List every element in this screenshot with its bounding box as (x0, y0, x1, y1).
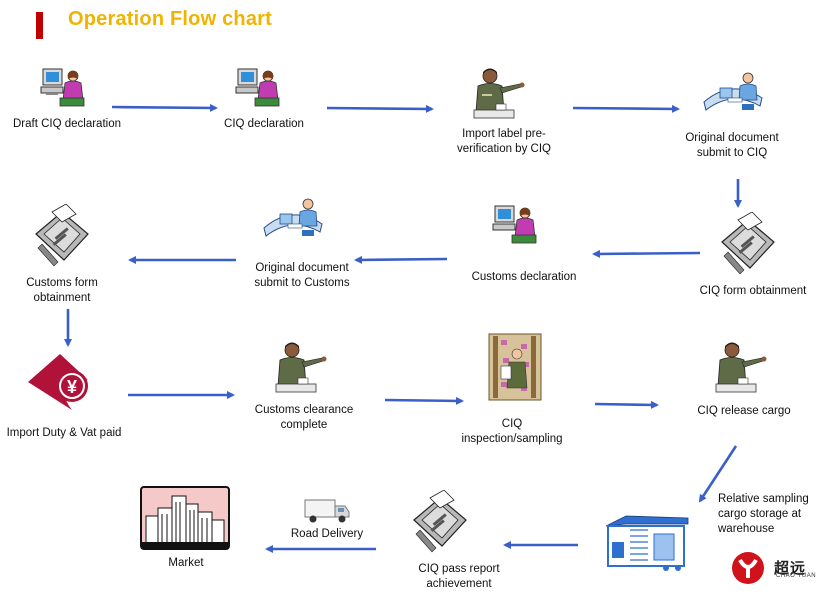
label-line: CIQ (501, 418, 523, 430)
label-line: CIQ pass report (418, 563, 500, 575)
fax-machine-icon (721, 212, 775, 275)
arrow-draft-to-ciq (111, 103, 218, 112)
yen-payment-icon: ¥ (28, 354, 88, 410)
label-line: verification by CIQ (457, 143, 551, 155)
arrow-customs-to-orig (354, 255, 448, 264)
computer-user-icon (40, 68, 85, 107)
svg-text:¥: ¥ (67, 377, 77, 397)
computer-user-icon (235, 68, 280, 107)
desk-worker-icon (703, 72, 763, 111)
step-draft-ciq-declaration: Draft CIQ declaration (12, 118, 121, 130)
officer-pointing-icon (715, 342, 767, 393)
fax-machine-icon (413, 490, 467, 553)
arrow-release-to-warehouse (698, 445, 738, 503)
step-ciq-form-obtainment: CIQ form obtainment (699, 285, 807, 297)
step-market: Market (168, 557, 204, 569)
step-ciq-declaration: CIQ declaration (224, 118, 304, 130)
arrow-ciq-to-label (326, 104, 434, 113)
warehouse-icon (605, 515, 689, 571)
step-ciq-pass-report: CIQ pass report achievement (404, 562, 514, 592)
arrow-label-to-orig (572, 104, 680, 113)
arrow-ciqform-to-customs (592, 249, 701, 258)
delivery-truck-icon (304, 499, 350, 523)
arrow-inspection-to-release (594, 400, 659, 409)
step-customs-declaration: Customs declaration (471, 271, 577, 283)
brand-subtitle: CHAO YUAN (776, 573, 817, 579)
step-customs-clearance-complete: Customs clearance complete (244, 403, 364, 433)
brand-logo-icon (732, 552, 764, 584)
step-ciq-release-cargo: CIQ release cargo (697, 405, 791, 417)
label-line: inspection/sampling (461, 433, 563, 445)
label-line: cargo storage at (718, 508, 802, 520)
officer-pointing-icon (275, 342, 327, 393)
step-customs-form-obtainment: Customs form obtainment (10, 276, 114, 306)
step-original-document-customs: Original document submit to Customs (236, 261, 368, 291)
desk-worker-icon (263, 198, 323, 237)
step-sampling-cargo-storage: Relative sampling cargo storage at wareh… (718, 492, 818, 537)
fax-machine-icon (35, 204, 89, 267)
title-accent-bar (36, 12, 43, 39)
label-line: warehouse (718, 523, 775, 535)
step-ciq-inspection-sampling: CIQ inspection/sampling (452, 417, 572, 447)
step-import-label-preverification: Import label pre- verification by CIQ (444, 127, 564, 157)
label-line: Import label pre- (462, 128, 546, 140)
label-line: Original document (685, 132, 779, 144)
computer-user-icon (492, 205, 537, 244)
step-import-duty-vat-paid: Import Duty & Vat paid (6, 427, 122, 439)
step-road-delivery: Road Delivery (290, 528, 364, 540)
label-line: complete (280, 419, 328, 431)
inspection-worker-icon (488, 333, 542, 401)
label-line: Customs clearance (254, 404, 354, 416)
label-line: Customs form (26, 277, 98, 289)
label-line: obtainment (33, 292, 91, 304)
brand-name: 超远 (774, 560, 807, 577)
label-line: Relative sampling (718, 493, 809, 505)
page-title: Operation Flow chart (68, 8, 273, 30)
label-line: achievement (426, 578, 492, 590)
label-line: submit to CIQ (696, 147, 768, 159)
step-original-document-ciq: Original document submit to CIQ (672, 131, 792, 161)
label-line: submit to Customs (254, 277, 350, 289)
label-line: Original document (255, 262, 349, 274)
officer-pointing-icon (473, 68, 525, 119)
city-skyline-icon (140, 486, 230, 550)
arrow-clearance-to-inspection (384, 396, 464, 405)
